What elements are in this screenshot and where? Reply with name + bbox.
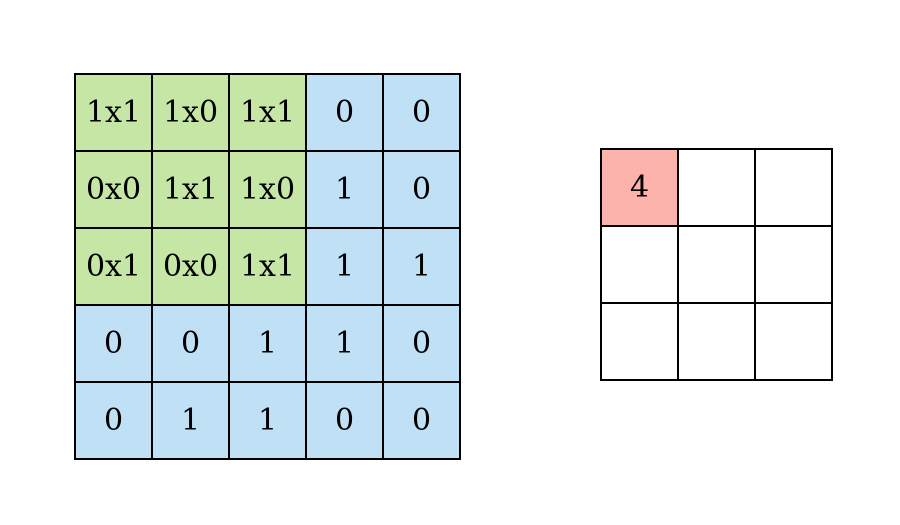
input-cell-r0-c1: 1x0: [153, 75, 228, 150]
input-cell-r1-c0: 0x0: [76, 152, 151, 227]
output-cell-r0-c1: [679, 150, 754, 225]
input-cell-value: 0: [411, 171, 432, 207]
input-cell-r2-c1: 0x0: [153, 229, 228, 304]
input-cell-r2-c2: 1x1: [230, 229, 305, 304]
input-cell-r3-c2: 1: [230, 306, 305, 381]
input-cell-r3-c3: 1: [307, 306, 382, 381]
output-cell-r2-c1: [679, 304, 754, 379]
input-cell-r0-c3: 0: [307, 75, 382, 150]
input-cell-value: 0: [334, 402, 355, 438]
input-cell-r3-c1: 0: [153, 306, 228, 381]
input-cell-r4-c3: 0: [307, 383, 382, 458]
input-cell-value: 0x0: [162, 248, 219, 284]
input-cell-r4-c1: 1: [153, 383, 228, 458]
input-cell-value: 0: [411, 325, 432, 361]
output-cell-r2-c0: [602, 304, 677, 379]
input-cell-r3-c4: 0: [384, 306, 459, 381]
input-cell-value: 0: [411, 94, 432, 130]
input-cell-value: 1x1: [239, 248, 296, 284]
input-cell-value: 1x1: [162, 171, 219, 207]
input-cell-r1-c3: 1: [307, 152, 382, 227]
output-cell-r1-c0: [602, 227, 677, 302]
input-cell-r2-c0: 0x1: [76, 229, 151, 304]
input-cell-value: 1: [334, 171, 355, 207]
input-cell-value: 0: [103, 402, 124, 438]
input-cell-value: 0x1: [85, 248, 142, 284]
input-cell-r2-c4: 1: [384, 229, 459, 304]
input-cell-value: 0: [334, 94, 355, 130]
input-cell-value: 1: [257, 402, 278, 438]
input-cell-value: 1: [411, 248, 432, 284]
input-cell-value: 0: [103, 325, 124, 361]
input-cell-r2-c3: 1: [307, 229, 382, 304]
input-cell-value: 1: [334, 325, 355, 361]
input-cell-value: 1: [257, 325, 278, 361]
input-cell-value: 1: [180, 402, 201, 438]
input-cell-r4-c4: 0: [384, 383, 459, 458]
input-cell-value: 0: [411, 402, 432, 438]
input-cell-value: 1x1: [85, 94, 142, 130]
input-cell-r0-c2: 1x1: [230, 75, 305, 150]
output-feature-map-grid: 4: [600, 148, 833, 381]
output-cell-r0-c0: 4: [602, 150, 677, 225]
input-cell-value: 1x1: [239, 94, 296, 130]
output-cell-r1-c2: [756, 227, 831, 302]
input-cell-r1-c4: 0: [384, 152, 459, 227]
input-cell-value: 1: [334, 248, 355, 284]
input-cell-r4-c0: 0: [76, 383, 151, 458]
input-cell-value: 0x0: [85, 171, 142, 207]
input-cell-r3-c0: 0: [76, 306, 151, 381]
input-cell-r1-c1: 1x1: [153, 152, 228, 227]
output-cell-r1-c1: [679, 227, 754, 302]
output-cell-r0-c2: [756, 150, 831, 225]
input-cell-value: 1x0: [239, 171, 296, 207]
input-cell-r0-c0: 1x1: [76, 75, 151, 150]
input-cell-value: 0: [180, 325, 201, 361]
input-matrix-grid: 1x1 1x0 1x1 0 0 0x0 1x1 1x0 1 0 0x1 0x0 1x1 1 1 0 0 1 1 0 0 1…: [74, 73, 461, 460]
output-cell-value: 4: [629, 169, 650, 205]
input-cell-value: 1x0: [162, 94, 219, 130]
input-cell-r0-c4: 0: [384, 75, 459, 150]
output-cell-r2-c2: [756, 304, 831, 379]
input-cell-r1-c2: 1x0: [230, 152, 305, 227]
input-cell-r4-c2: 1: [230, 383, 305, 458]
